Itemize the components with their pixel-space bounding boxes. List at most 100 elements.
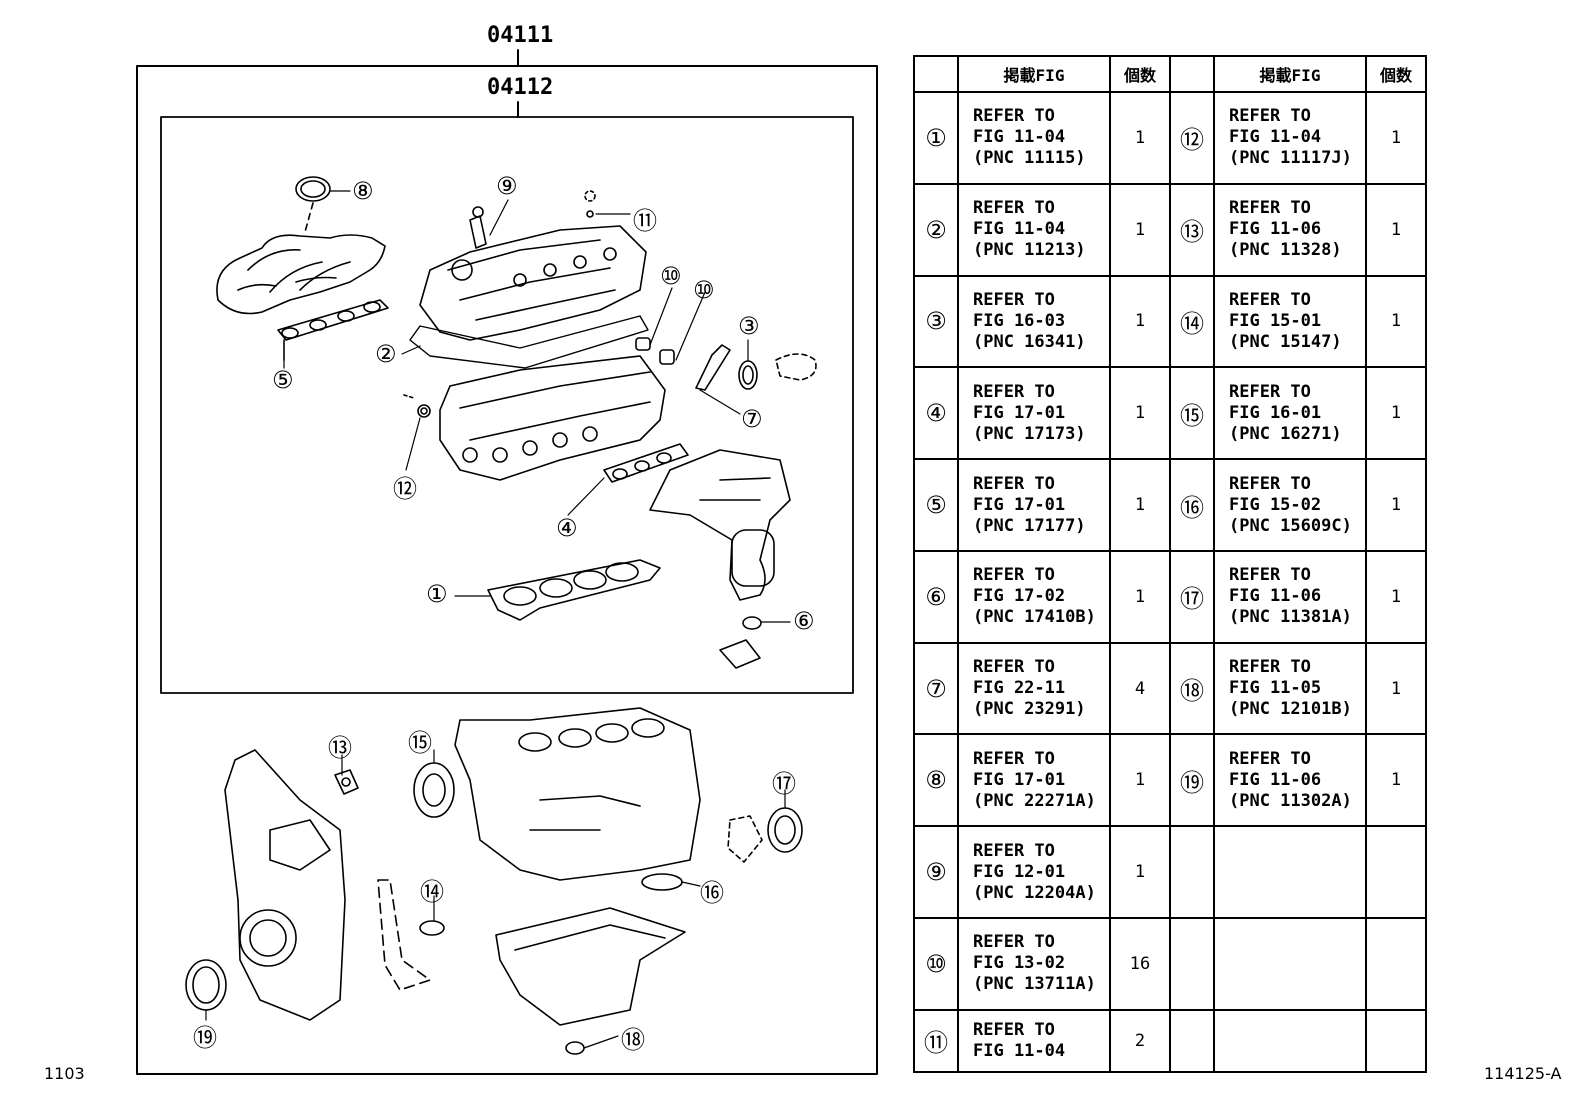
reference-line: (PNC 11328) — [1229, 240, 1342, 261]
header-fig-left: 掲載FIG — [957, 55, 1111, 93]
reference-line: (PNC 17173) — [973, 423, 1086, 444]
reference-line: (PNC 13711A) — [973, 974, 1096, 995]
quantity: 1 — [1109, 274, 1171, 369]
reference-line: FIG 22-11 — [973, 678, 1066, 699]
callout-number — [1169, 825, 1215, 920]
reference-line: (PNC 11213) — [973, 240, 1086, 261]
reference-line: REFER TO — [973, 748, 1055, 769]
cylinder-head-drawing — [403, 355, 666, 481]
reference-line: (PNC 15147) — [1229, 331, 1342, 352]
header-blank-right — [1169, 55, 1215, 93]
callout-2: ② — [375, 340, 397, 368]
callout-number: ⑧ — [913, 733, 959, 828]
reference-line: (PNC 16341) — [973, 331, 1086, 352]
header-blank-left — [913, 55, 959, 93]
reference-line: REFER TO — [973, 1019, 1055, 1040]
quantity: 1 — [1109, 733, 1171, 828]
header-qty-right: 個数 — [1365, 55, 1427, 93]
reference-line: (PNC 11381A) — [1229, 607, 1352, 628]
head-gasket-drawing — [487, 559, 661, 621]
reference-line: REFER TO — [973, 198, 1055, 219]
header-fig-right: 掲載FIG — [1213, 55, 1367, 93]
quantity: 1 — [1109, 91, 1171, 185]
callout-15: ⑮ — [408, 729, 432, 757]
inner-kit-code: 04112 — [487, 75, 554, 100]
reference-line: REFER TO — [973, 289, 1055, 310]
callout-3: ③ — [738, 312, 760, 340]
reference-line: FIG 11-06 — [1229, 219, 1322, 240]
valve-seal-drawing — [635, 337, 675, 365]
reference-line: (PNC 16271) — [1229, 423, 1342, 444]
quantity: 16 — [1109, 917, 1171, 1011]
oil-pan-drawing — [495, 907, 686, 1055]
fig-reference — [1213, 917, 1367, 1011]
intake-manifold-drawing — [216, 176, 389, 361]
reference-line: FIG 11-04 — [973, 219, 1066, 240]
reference-line: REFER TO — [1229, 473, 1311, 494]
reference-line: FIG 11-05 — [1229, 678, 1322, 699]
left-corner-code: 1103 — [44, 1064, 85, 1083]
reference-line: REFER TO — [1229, 106, 1311, 127]
quantity: 1 — [1365, 91, 1427, 185]
callout-number: ⑨ — [913, 825, 959, 920]
reference-line: FIG 11-04 — [973, 1040, 1066, 1061]
reference-line: (PNC 11115) — [973, 148, 1086, 169]
callout-number: ⑥ — [913, 549, 959, 644]
callout-8: ⑧ — [352, 177, 374, 205]
reference-line: (PNC 11302A) — [1229, 790, 1352, 811]
reference-line: REFER TO — [1229, 198, 1311, 219]
reference-line: FIG 17-01 — [973, 494, 1066, 515]
reference-line: (PNC 12204A) — [973, 882, 1096, 903]
quantity: 1 — [1365, 366, 1427, 461]
quantity: 1 — [1365, 458, 1427, 552]
reference-line: FIG 16-01 — [1229, 402, 1322, 423]
quantity: 1 — [1365, 549, 1427, 644]
oil-seal-drawing — [695, 344, 817, 391]
reference-line: FIG 11-04 — [973, 127, 1066, 148]
quantity: 1 — [1365, 182, 1427, 277]
callout-number: ② — [913, 182, 959, 277]
fig-reference — [1213, 1008, 1367, 1074]
callout-17: ⑰ — [772, 770, 796, 798]
callout-4: ④ — [556, 514, 578, 542]
quantity — [1365, 1008, 1427, 1074]
quantity: 1 — [1109, 366, 1171, 461]
quantity — [1365, 825, 1427, 920]
timing-cover-drawing — [185, 749, 359, 1021]
callout-number: ⑩ — [913, 917, 959, 1011]
quantity — [1365, 917, 1427, 1011]
quantity: 4 — [1109, 641, 1171, 736]
reference-line: FIG 15-02 — [1229, 494, 1322, 515]
callout-number: ⑭ — [1169, 274, 1215, 369]
fig-reference — [1213, 825, 1367, 920]
quantity: 1 — [1109, 182, 1171, 277]
callout-number: ⑯ — [1169, 458, 1215, 552]
reference-line: FIG 11-04 — [1229, 127, 1322, 148]
callout-10a: ⑩ — [660, 262, 682, 290]
callout-6: ⑥ — [793, 607, 815, 635]
reference-line: REFER TO — [973, 473, 1055, 494]
callout-number — [1169, 1008, 1215, 1074]
callout-number: ① — [913, 91, 959, 185]
reference-line: FIG 12-01 — [973, 861, 1066, 882]
reference-line: REFER TO — [1229, 565, 1311, 586]
reference-line: FIG 11-06 — [1229, 586, 1322, 607]
callout-13: ⑬ — [328, 734, 352, 762]
